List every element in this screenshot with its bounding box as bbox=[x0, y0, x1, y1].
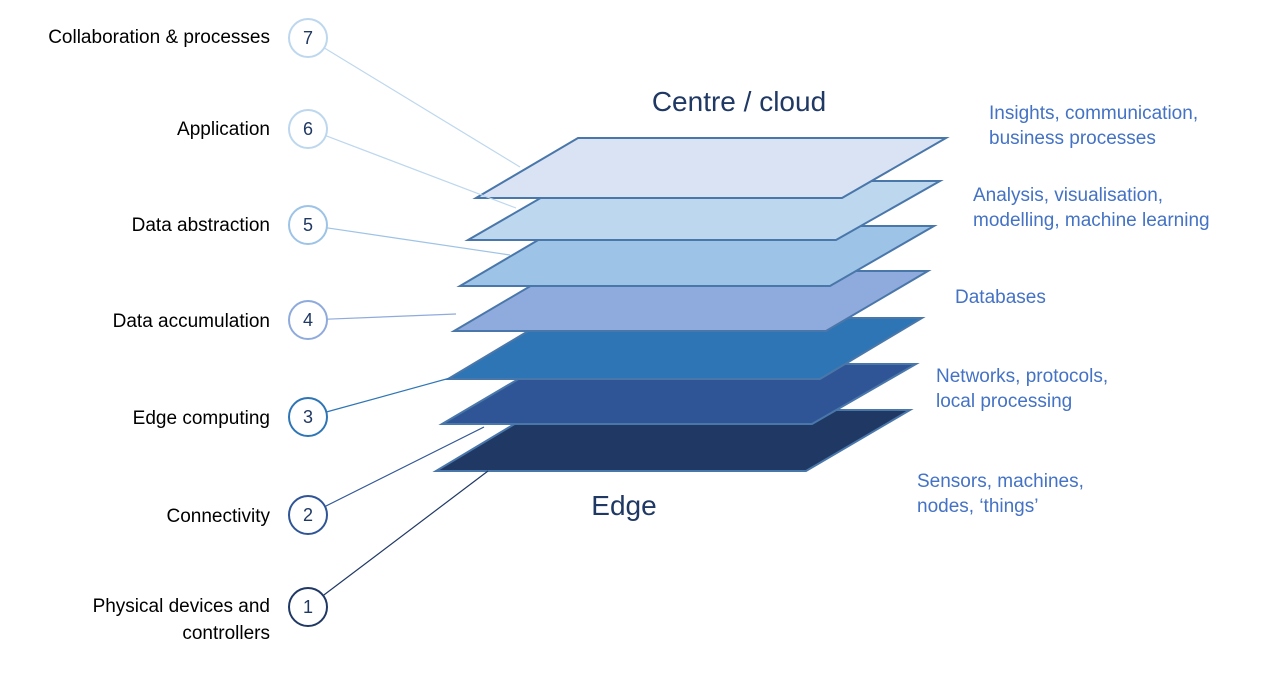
layer-number-circle-4 bbox=[288, 300, 328, 340]
layer-label-4: Data accumulation bbox=[113, 311, 270, 332]
layer-number-1: 1 bbox=[303, 597, 313, 617]
layer-label-6: Application bbox=[177, 119, 270, 140]
layer-description-1-line-1: Sensors, machines, bbox=[917, 471, 1084, 492]
layer-label-3: Edge computing bbox=[133, 408, 270, 429]
layer-description-7-line-1: Insights, communication, bbox=[989, 103, 1198, 124]
layer-label-5: Data abstraction bbox=[132, 215, 270, 236]
layer-number-6: 6 bbox=[303, 119, 313, 139]
layer-label-2: Connectivity bbox=[167, 506, 271, 527]
layer-number-2: 2 bbox=[303, 505, 313, 525]
layer-label-1-line-1: Physical devices and bbox=[93, 596, 270, 617]
layer-description-6-line-1: Analysis, visualisation, bbox=[973, 185, 1163, 206]
layer-descriptions: Insights, communication, business process… bbox=[917, 103, 1210, 517]
layer-description-1-line-2: nodes, ‘things’ bbox=[917, 496, 1038, 517]
layer-label-7: Collaboration & processes bbox=[48, 27, 270, 48]
layer-number-circle-7 bbox=[288, 18, 328, 58]
layer-label-1-line-2: controllers bbox=[182, 623, 270, 644]
layer-description-2-line-1: Networks, protocols, bbox=[936, 366, 1108, 387]
layer-number-circle-6 bbox=[288, 109, 328, 149]
layer-number-circle-1 bbox=[288, 587, 328, 627]
layer-number-7: 7 bbox=[303, 28, 313, 48]
edge-title: Edge bbox=[591, 490, 656, 521]
layer-number-5: 5 bbox=[303, 215, 313, 235]
layer-labels: Collaboration & processesApplicationData… bbox=[48, 27, 270, 644]
layer-description-7-line-2: business processes bbox=[989, 128, 1156, 149]
connector-line-6 bbox=[325, 135, 517, 209]
layer-description-2-line-2: local processing bbox=[936, 391, 1072, 412]
connector-line-3 bbox=[326, 377, 451, 413]
layer-number-4: 4 bbox=[303, 310, 313, 330]
layer-number-circle-3 bbox=[288, 397, 328, 437]
layer-planes bbox=[432, 137, 950, 472]
layer-number-circle-2 bbox=[288, 495, 328, 535]
layer-description-6-line-2: modelling, machine learning bbox=[973, 210, 1210, 231]
connector-line-1 bbox=[322, 470, 489, 596]
layer-plane-7 bbox=[472, 137, 950, 199]
layer-number-circles: 7 6 5 4 3 2 1 bbox=[288, 18, 328, 627]
connector-line-2 bbox=[324, 426, 485, 508]
connector-line-7 bbox=[323, 47, 521, 168]
connector-line-5 bbox=[326, 227, 511, 256]
connector-lines bbox=[322, 47, 521, 596]
connector-line-4 bbox=[326, 313, 457, 320]
layer-description-4-line-1: Databases bbox=[955, 287, 1046, 308]
layer-number-circle-5 bbox=[288, 205, 328, 245]
centre-cloud-title: Centre / cloud bbox=[652, 86, 826, 117]
layer-number-3: 3 bbox=[303, 407, 313, 427]
